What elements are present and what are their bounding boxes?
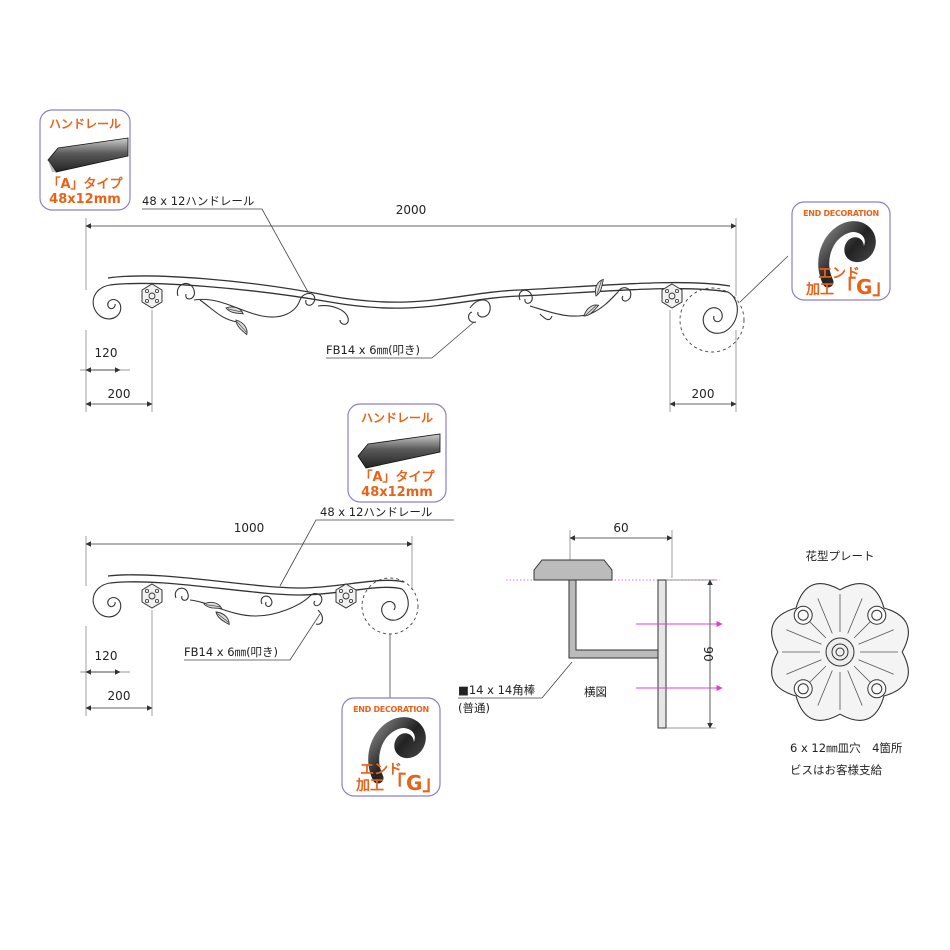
flower-plate-groove (847, 598, 863, 634)
flower-plate-hole (871, 609, 883, 621)
bottom-fb-label: FB14 x 6㎜(叩き) (184, 645, 278, 659)
bottom-end-big1: エンド (360, 762, 402, 778)
top-end-leader (739, 255, 789, 303)
flower-plate-center (825, 637, 855, 667)
flower-plate-hole (867, 679, 887, 699)
top-length-dimension: 2000 (85, 203, 737, 296)
flower-plate-groove (786, 629, 822, 645)
bottom-fb-leader (184, 613, 321, 661)
top-handrail-leader (142, 208, 309, 293)
top-dim-200-right: 200 (692, 387, 715, 401)
top-length-value: 2000 (396, 203, 427, 217)
flower-plate-groove (786, 659, 822, 675)
side-title: 横図 (584, 685, 607, 699)
side-view: 60 90 横図 ■14 x 14角棒 (普通) (458, 521, 723, 729)
flower-plate-title: 花型プレート (806, 549, 875, 563)
bottom-card-title: ハンドレール (361, 411, 433, 425)
flower-plate-center (831, 643, 849, 661)
top-fb-leader (326, 321, 475, 359)
bottom-dim-200: 200 (108, 689, 131, 703)
scroll-end-icon (818, 221, 876, 288)
top-end-big2: 加工 (805, 282, 834, 298)
flower-plate-note2: ビスはお客様支給 (790, 763, 882, 777)
flower-plate-hole (793, 679, 813, 699)
bottom-card-type: 「A」タイプ (359, 469, 435, 485)
flower-plate-hole (797, 683, 809, 695)
top-small-dimensions: 120 200 200 (80, 310, 737, 412)
top-end-small: END DECORATION (803, 209, 879, 218)
bottom-end-card: END DECORATION エンド 加工 「G」 (341, 697, 442, 797)
flower-plate-center (835, 647, 845, 657)
top-end-card: END DECORATION エンド 加工 「G」 (791, 201, 892, 301)
bottom-small-dimensions: 120 200 (80, 610, 153, 716)
flower-plate-groove (847, 670, 863, 706)
top-end-g: 「G」 (836, 275, 892, 299)
bottom-handrail-leader (279, 519, 454, 587)
side-bar-label: ■14 x 14角棒 (458, 683, 536, 697)
top-dim-200-left: 200 (108, 387, 131, 401)
side-bar-leader (458, 661, 573, 699)
top-end-big1: エンド (818, 266, 860, 282)
flower-plate-groove (858, 629, 894, 645)
flower-plate-figure (771, 583, 909, 721)
top-card-type: 「A」タイプ (47, 176, 123, 192)
bottom-end-big2: 加工 (355, 778, 384, 794)
flower-plate-hole (867, 605, 887, 625)
flower-plate-groove (817, 670, 833, 706)
flower-plate-hole (793, 605, 813, 625)
flower-plate-groove (858, 659, 894, 675)
bottom-end-g: 「G」 (386, 771, 442, 795)
scroll-end-icon (368, 717, 426, 784)
bottom-end-small: END DECORATION (353, 705, 429, 714)
side-height-dim: 90 (701, 646, 715, 661)
top-handrail-label: 48 x 12ハンドレール (142, 194, 254, 208)
flower-plate: 花型プレート 6 x 12㎜皿穴 4箇所 ビスはお客様支給 (771, 549, 909, 777)
bottom-length-dimension: 1000 (85, 521, 413, 590)
top-dim-120: 120 (95, 346, 118, 360)
bottom-railing (92, 574, 419, 635)
bottom-dim-120: 120 (95, 649, 118, 663)
flower-plate-hole (797, 609, 809, 621)
side-width-dim: 60 (613, 521, 628, 535)
rail-profile-icon (357, 433, 441, 469)
top-fb-label: FB14 x 6㎜(叩き) (326, 343, 420, 357)
top-card-size: 48x12mm (49, 192, 121, 207)
top-railing (92, 275, 745, 353)
bottom-length-value: 1000 (234, 521, 265, 535)
bottom-handrail-card: ハンドレール 「A」タイプ 48x12mm (347, 403, 447, 503)
top-card-title: ハンドレール (49, 117, 121, 131)
rail-profile-icon (47, 137, 129, 173)
flower-plate-note1: 6 x 12㎜皿穴 4箇所 (790, 741, 903, 755)
bottom-card-size: 48x12mm (361, 485, 433, 500)
flower-plate-groove (817, 598, 833, 634)
top-handrail-card: ハンドレール 「A」タイプ 48x12mm (39, 109, 131, 211)
bottom-handrail-label: 48 x 12ハンドレール (320, 505, 432, 519)
side-bar-sub: (普通) (458, 701, 490, 715)
flower-plate-hole (871, 683, 883, 695)
